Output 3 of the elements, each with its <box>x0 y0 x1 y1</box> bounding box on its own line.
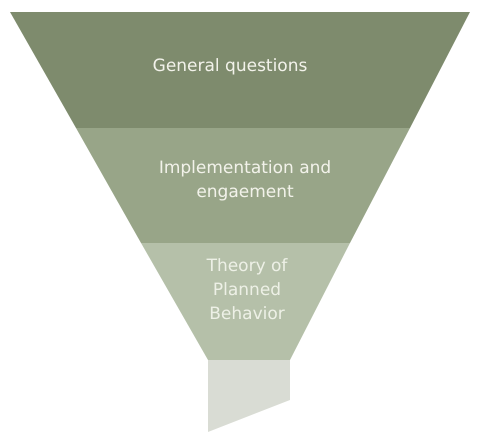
band-label: General questions <box>152 55 308 78</box>
band-label: Implementation and engaement <box>158 157 332 204</box>
band-label: Theory of Planned Behavior <box>206 255 289 326</box>
